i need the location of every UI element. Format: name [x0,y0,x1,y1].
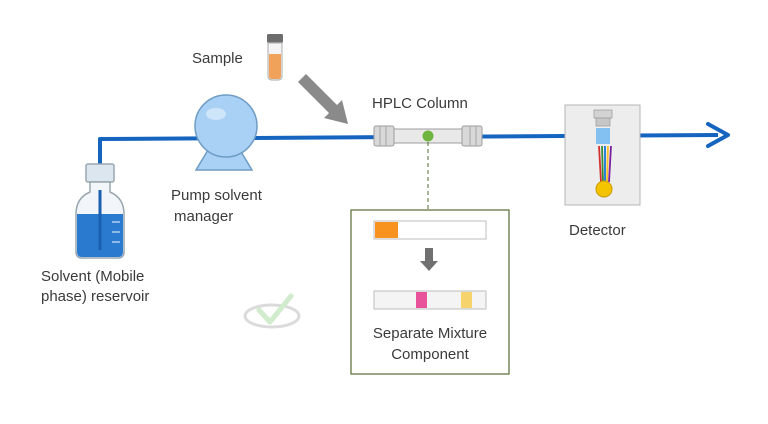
detector-label: Detector [569,222,626,239]
watermark-check-icon [243,293,301,329]
component-band-yellow [461,292,472,308]
separate-label-line1: Separate Mixture [372,325,488,342]
mixture-strip [373,220,487,240]
hplc-column-icon [373,125,483,147]
hplc-column-label: HPLC Column [372,95,468,112]
separation-inset [350,209,510,375]
separate-label-line2: Component [391,346,469,363]
pump-icon [194,94,258,171]
sample-label: Sample [192,50,243,67]
arrow-down-icon [420,248,438,271]
reservoir-label-line2: phase) reservoir [41,288,150,305]
flow-arrow-icon [706,122,730,148]
detector-box [564,104,641,206]
solvent-reservoir-bottle [75,163,125,259]
pump-label-line1: Pump solvent [171,187,262,204]
pump-label-line2: manager [174,208,234,225]
detector-sensor [595,180,613,198]
mixture-band [375,222,398,238]
component-band-pink [416,292,427,308]
sample-vial-icon [267,34,283,81]
separated-strip [373,290,487,310]
sample-arrow-icon [298,74,348,124]
reservoir-label-line1: Solvent (Mobile [41,268,145,285]
column-sample-dot [422,130,434,142]
